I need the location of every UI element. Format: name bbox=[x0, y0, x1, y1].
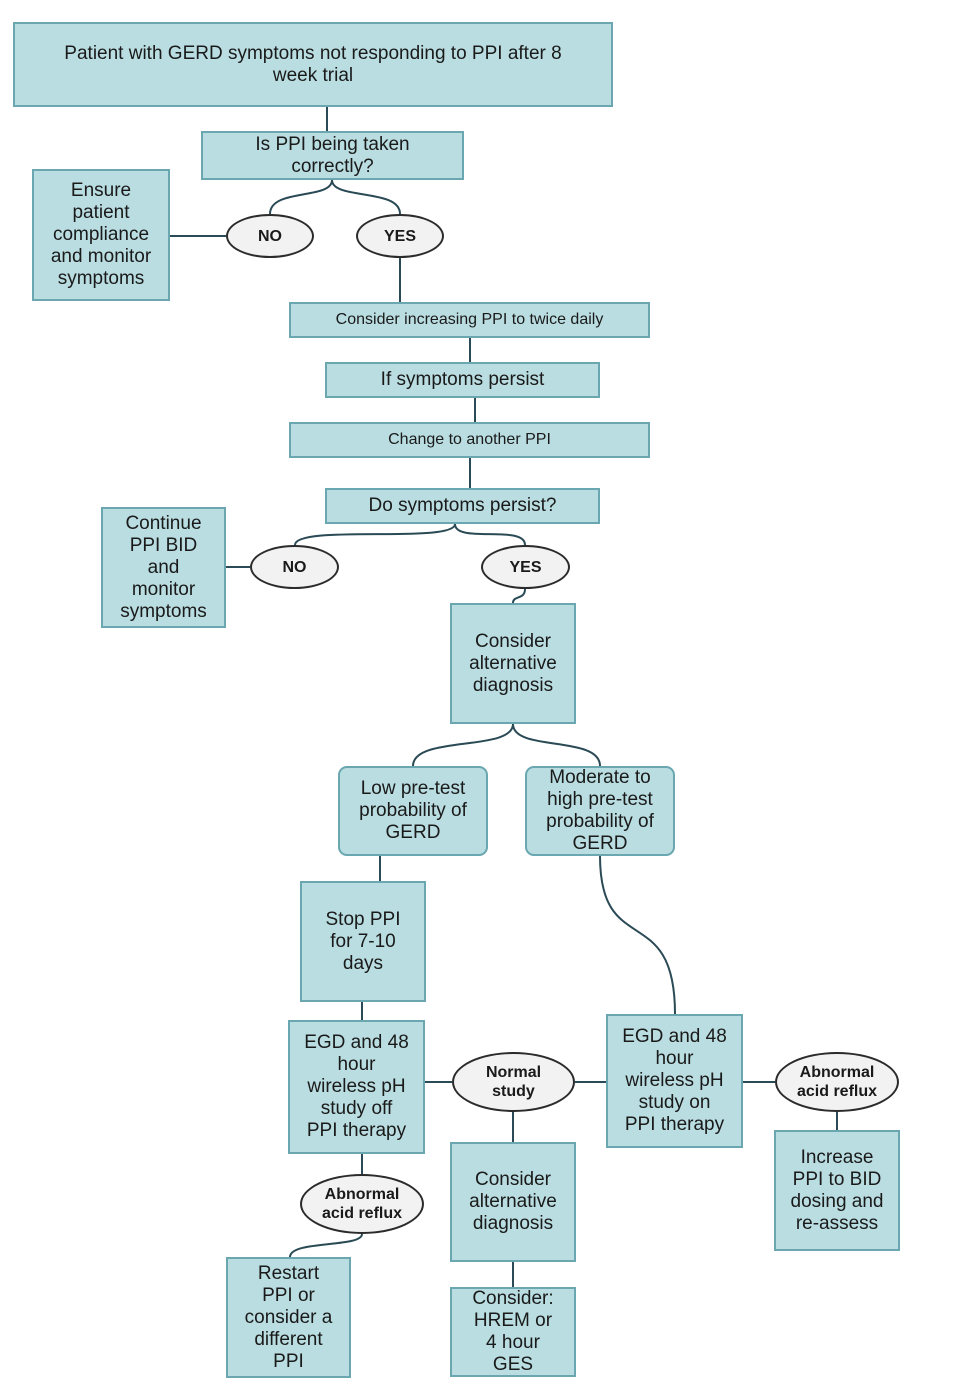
do-symptoms-persist-label: Do symptoms persist? bbox=[368, 495, 557, 516]
restart-ppi-box: Restart PPI or consider a different PPI bbox=[226, 1257, 351, 1378]
no-decision-1: NO bbox=[226, 214, 314, 258]
low-probability-label: Low pre-test probability of GERD bbox=[359, 778, 467, 843]
low-probability-box: Low pre-test probability of GERD bbox=[338, 766, 488, 856]
abnormal-reflux-decision-left: Abnormal acid reflux bbox=[300, 1174, 424, 1234]
continue-bid-box: Continue PPI BID and monitor symptoms bbox=[101, 507, 226, 628]
do-symptoms-persist-box: Do symptoms persist? bbox=[325, 488, 600, 524]
alternative-diagnosis-box-1: Consider alternative diagnosis bbox=[450, 603, 576, 724]
start-label: Patient with GERD symptoms not respondin… bbox=[64, 42, 562, 86]
normal-study-label: Normal study bbox=[485, 1064, 542, 1100]
change-ppi-label: Change to another PPI bbox=[388, 431, 551, 448]
if-symptoms-persist-label: If symptoms persist bbox=[380, 369, 545, 390]
consider-hrem-box: Consider: HREM or 4 hour GES bbox=[450, 1287, 576, 1377]
ppi-taken-correctly-label: Is PPI being taken correctly? bbox=[255, 133, 410, 177]
stop-ppi-box: Stop PPI for 7-10 days bbox=[300, 881, 426, 1002]
consider-hrem-label: Consider: HREM or 4 hour GES bbox=[472, 1288, 554, 1375]
alternative-diagnosis-box-2: Consider alternative diagnosis bbox=[450, 1142, 576, 1262]
connector bbox=[512, 588, 526, 604]
increase-reassess-label: Increase PPI to BID dosing and re-assess bbox=[790, 1146, 884, 1234]
egd-on-ppi-box: EGD and 48 hour wireless pH study on PPI… bbox=[606, 1014, 743, 1148]
connector bbox=[599, 855, 676, 1015]
egd-off-ppi-box: EGD and 48 hour wireless pH study off PP… bbox=[288, 1020, 425, 1154]
alternative-diagnosis-label-1: Consider alternative diagnosis bbox=[469, 630, 557, 696]
change-ppi-box: Change to another PPI bbox=[289, 422, 650, 458]
connector bbox=[289, 1233, 363, 1258]
increase-bid-box: Consider increasing PPI to twice daily bbox=[289, 302, 650, 338]
no-label-1: NO bbox=[258, 227, 282, 245]
yes-label-1: YES bbox=[383, 227, 416, 245]
ppi-taken-correctly-box: Is PPI being taken correctly? bbox=[201, 131, 464, 180]
egd-on-ppi-label: EGD and 48 hour wireless pH study on PPI… bbox=[622, 1026, 727, 1135]
abnormal-reflux-label-left: Abnormal acid reflux bbox=[321, 1186, 403, 1222]
increase-bid-label: Consider increasing PPI to twice daily bbox=[335, 311, 604, 328]
stop-ppi-label: Stop PPI for 7-10 days bbox=[325, 908, 401, 974]
yes-label-2: YES bbox=[509, 558, 542, 576]
if-symptoms-persist-box: If symptoms persist bbox=[325, 362, 600, 398]
abnormal-reflux-decision-right: Abnormal acid reflux bbox=[775, 1052, 899, 1112]
continue-bid-label: Continue PPI BID and monitor symptoms bbox=[120, 512, 207, 622]
abnormal-reflux-label-right: Abnormal acid reflux bbox=[796, 1064, 878, 1100]
restart-ppi-label: Restart PPI or consider a different PPI bbox=[244, 1262, 333, 1372]
ensure-compliance-label: Ensure patient compliance and monitor sy… bbox=[50, 180, 152, 289]
connector bbox=[412, 723, 514, 767]
increase-reassess-box: Increase PPI to BID dosing and re-assess bbox=[774, 1130, 900, 1251]
no-decision-2: NO bbox=[250, 545, 339, 589]
moderate-high-probability-label: Moderate to high pre-test probability of… bbox=[546, 767, 654, 854]
normal-study-decision: Normal study bbox=[452, 1052, 575, 1112]
yes-decision-1: YES bbox=[356, 214, 444, 258]
connector bbox=[294, 523, 456, 546]
no-label-2: NO bbox=[282, 558, 307, 576]
connector bbox=[331, 179, 401, 215]
connector bbox=[269, 179, 333, 215]
yes-decision-2: YES bbox=[481, 545, 570, 589]
moderate-high-probability-box: Moderate to high pre-test probability of… bbox=[525, 766, 675, 856]
start-box: Patient with GERD symptoms not respondin… bbox=[13, 22, 613, 107]
egd-off-ppi-label: EGD and 48 hour wireless pH study off PP… bbox=[304, 1032, 409, 1141]
connector bbox=[512, 723, 601, 767]
connector bbox=[454, 523, 526, 546]
ensure-compliance-box: Ensure patient compliance and monitor sy… bbox=[32, 169, 170, 301]
alternative-diagnosis-label-2: Consider alternative diagnosis bbox=[469, 1169, 557, 1234]
